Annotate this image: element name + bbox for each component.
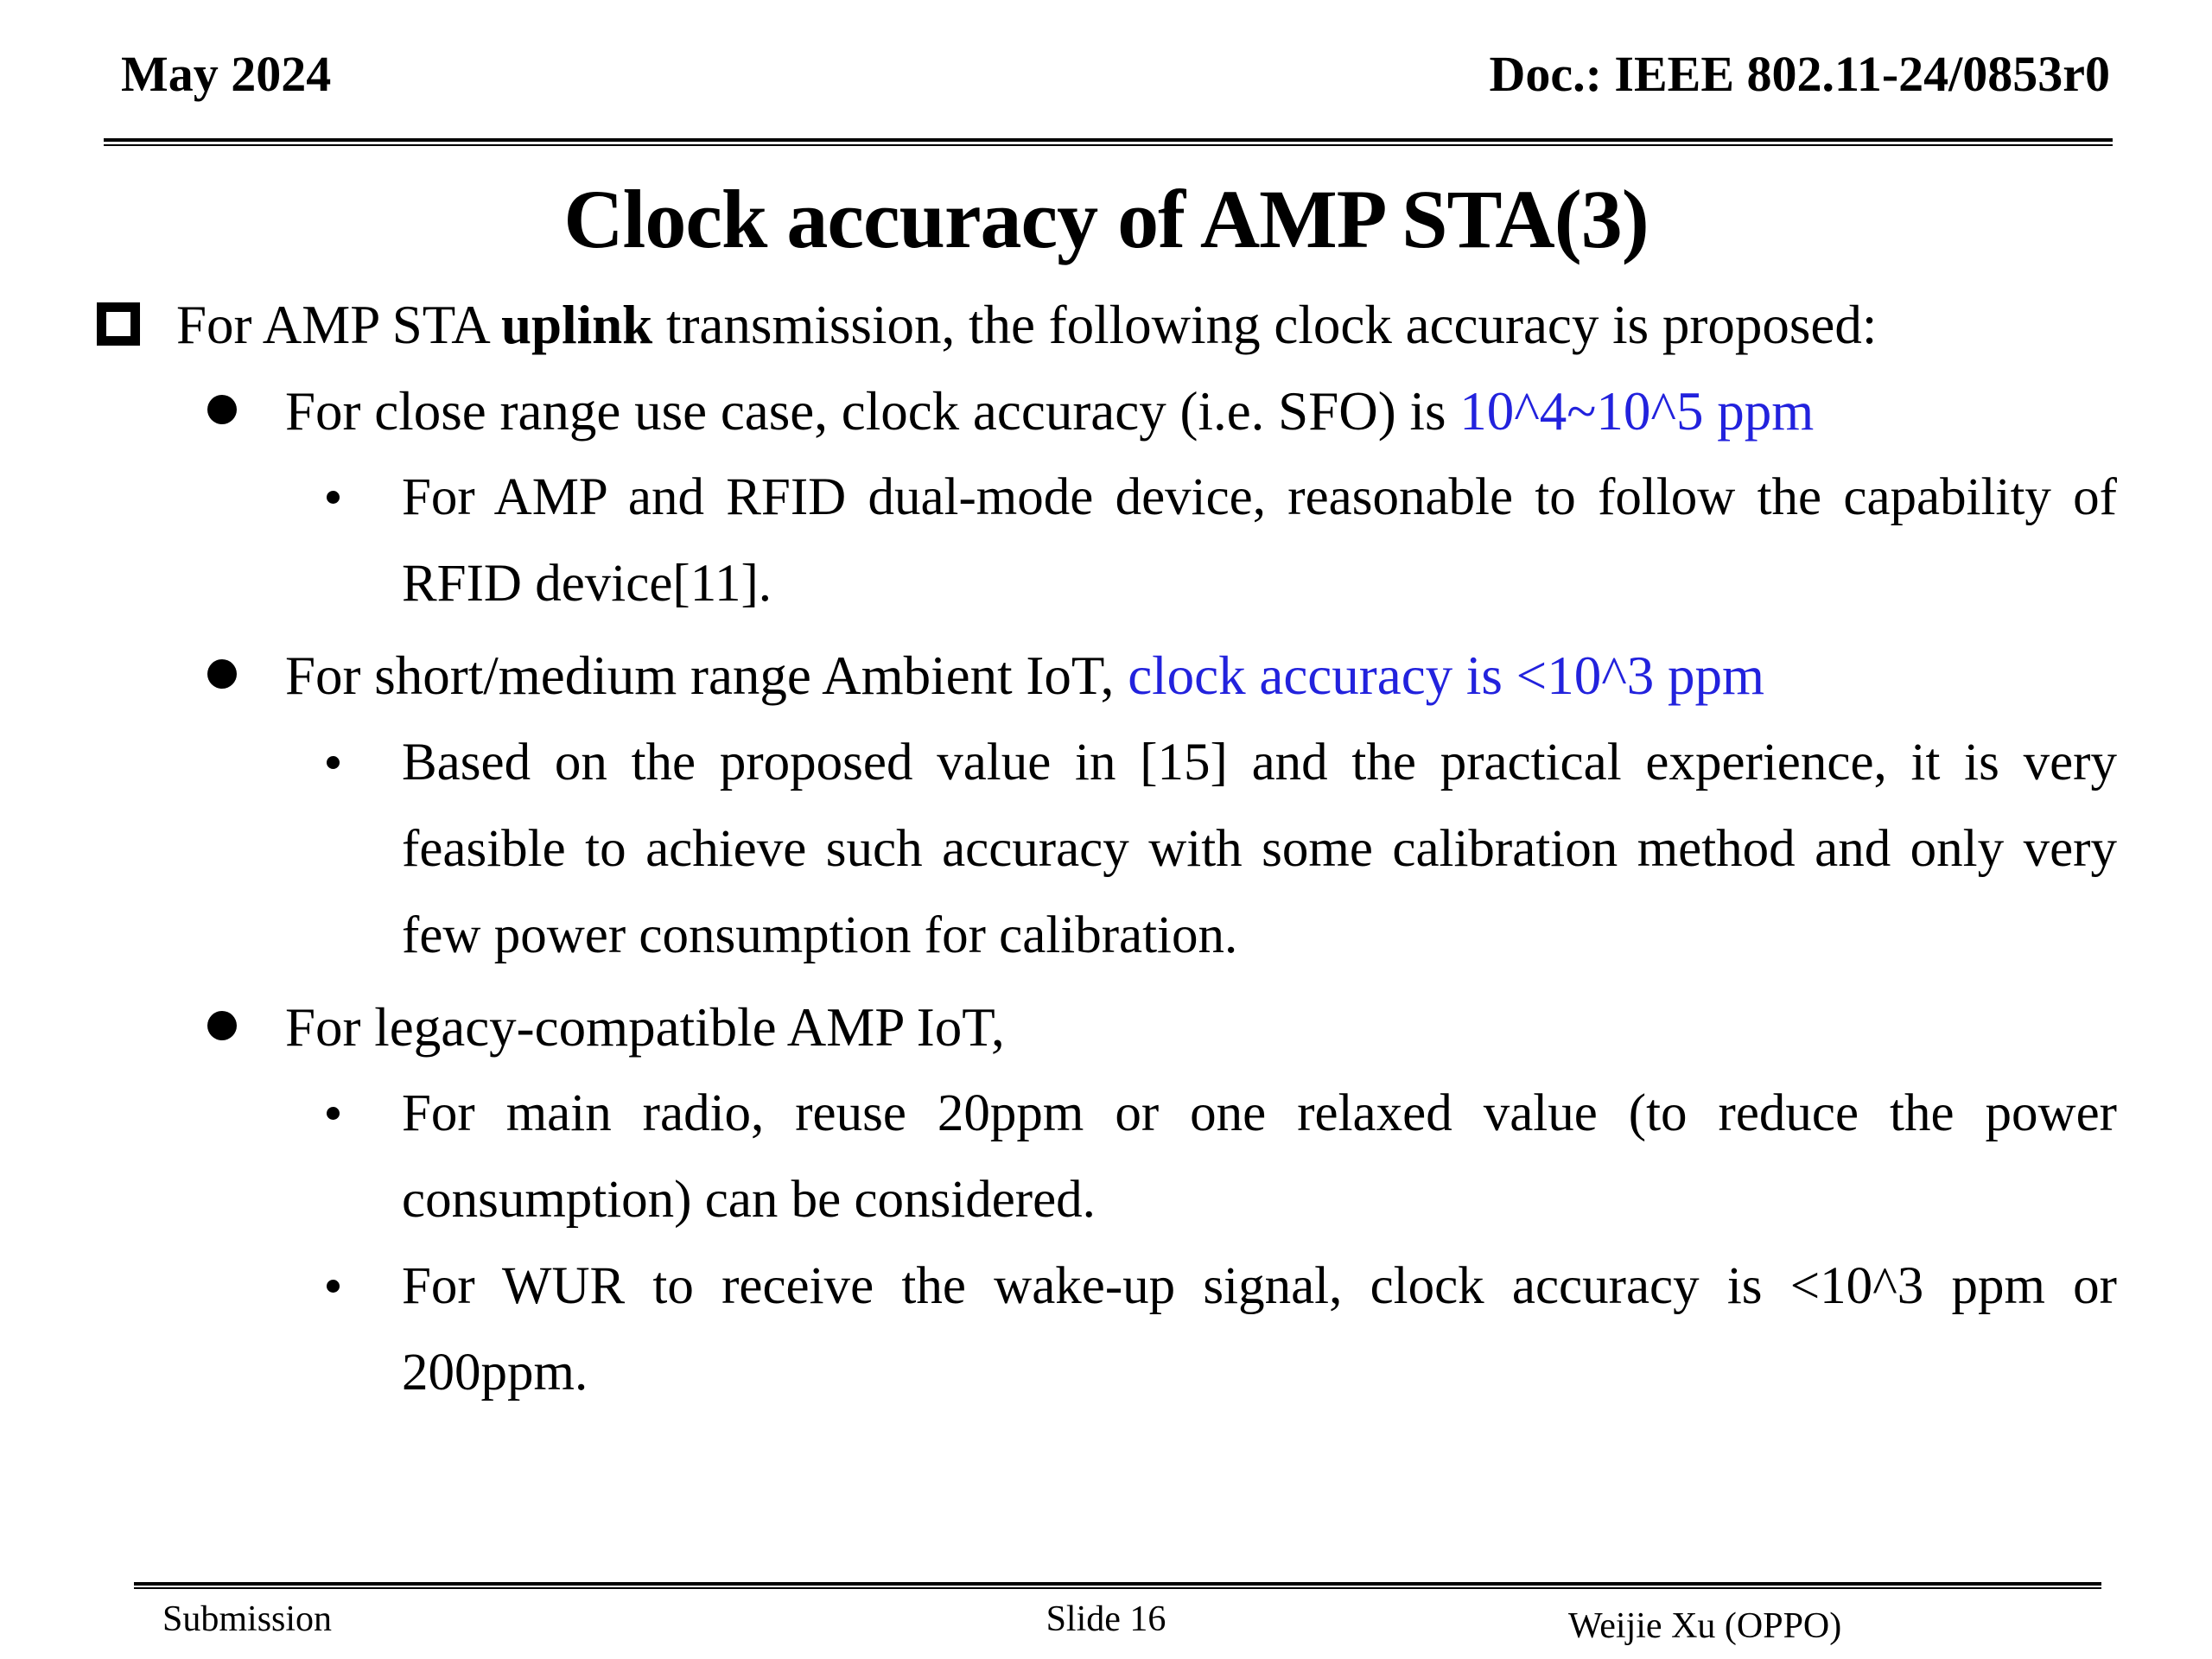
bullet-text: For main radio, reuse 20ppm or one relax… xyxy=(402,1084,2117,1229)
circle-bullet-icon xyxy=(207,659,237,690)
bullet-item: For WUR to receive the wake-up signal, c… xyxy=(0,1243,2117,1416)
bullet-item: For close range use case, clock accuracy… xyxy=(0,373,2117,449)
square-bullet-icon xyxy=(97,302,140,346)
bullet-list: For AMP STA uplink transmission, the fol… xyxy=(0,287,2117,1416)
footer-submission: Submission xyxy=(162,1599,333,1639)
header-divider xyxy=(104,138,2113,146)
bullet-text: For close range use case, clock accuracy… xyxy=(285,381,1815,442)
header-date: May 2024 xyxy=(121,46,332,102)
circle-bullet-icon xyxy=(207,1010,237,1040)
bullet-item: For AMP STA uplink transmission, the fol… xyxy=(0,287,2117,363)
dot-bullet-icon xyxy=(327,755,340,769)
circle-bullet-icon xyxy=(207,395,237,425)
footer-divider xyxy=(134,1582,2101,1589)
dot-bullet-icon xyxy=(327,1106,340,1120)
bullet-text: For legacy-compatible AMP IoT, xyxy=(285,996,1005,1058)
dot-bullet-icon xyxy=(327,491,340,505)
header-doc-number: Doc.: IEEE 802.11-24/0853r0 xyxy=(1489,46,2110,102)
bullet-item: For legacy-compatible AMP IoT, xyxy=(0,989,2117,1065)
slide-title: Clock accuracy of AMP STA(3) xyxy=(563,173,1649,265)
dot-bullet-icon xyxy=(327,1279,340,1293)
bullet-text: For AMP and RFID dual-mode device, reaso… xyxy=(402,468,2117,613)
footer-slide-number: Slide 16 xyxy=(1046,1599,1166,1639)
bullet-text: For WUR to receive the wake-up signal, c… xyxy=(402,1256,2117,1402)
bullet-item: For main radio, reuse 20ppm or one relax… xyxy=(0,1071,2117,1243)
footer-author: Weijie Xu (OPPO) xyxy=(1568,1606,1842,1646)
bullet-item: For AMP and RFID dual-mode device, reaso… xyxy=(0,454,2117,627)
bullet-text: For short/medium range Ambient IoT, cloc… xyxy=(285,645,1765,707)
bullet-text: Based on the proposed value in [15] and … xyxy=(402,733,2117,964)
bullet-item: For short/medium range Ambient IoT, cloc… xyxy=(0,638,2117,714)
bullet-item: Based on the proposed value in [15] and … xyxy=(0,720,2117,979)
bullet-text: For AMP STA uplink transmission, the fol… xyxy=(176,295,1878,355)
